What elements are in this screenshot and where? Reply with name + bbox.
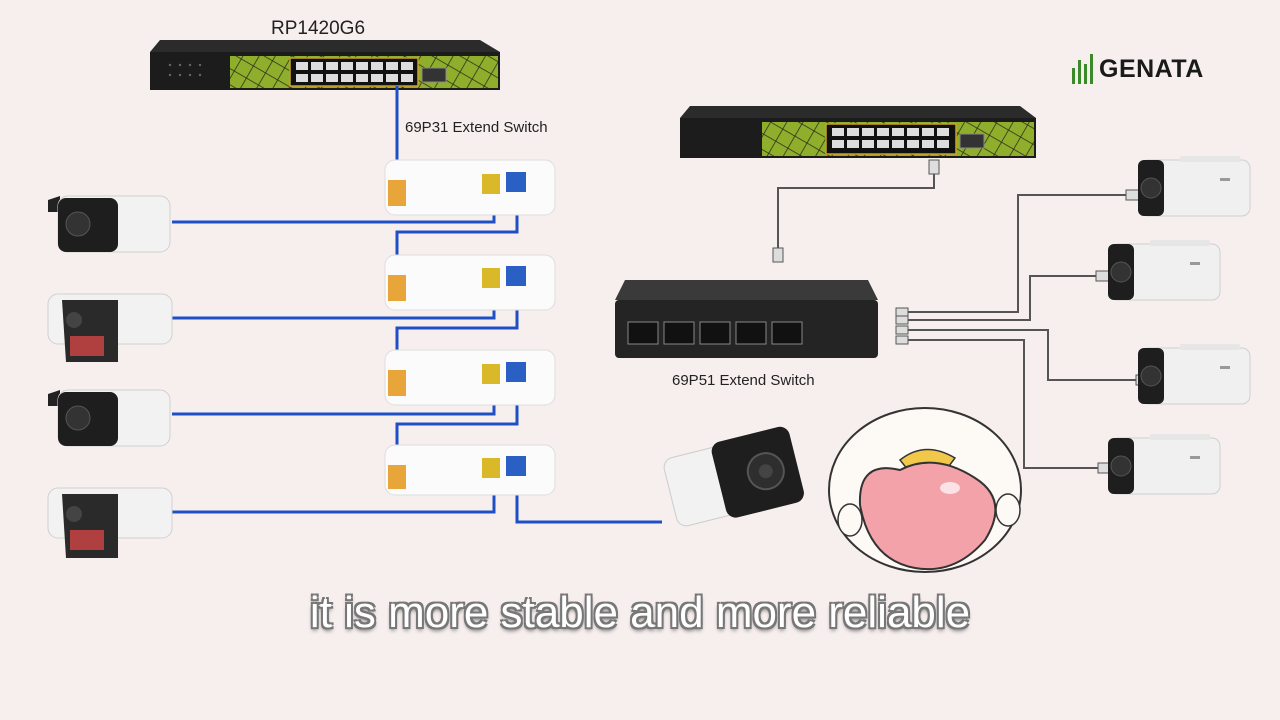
cartoon-mascot-icon: [828, 407, 1022, 573]
logo-bars-icon: [1072, 54, 1093, 84]
brand-logo: GENATA: [1072, 54, 1204, 84]
logo-text: GENATA: [1099, 54, 1204, 83]
camera-right-4: [1107, 433, 1221, 495]
aggregation-switch: [680, 106, 1036, 158]
camera-right-1: [1137, 155, 1251, 217]
main-switch: [150, 40, 500, 90]
extender-3: [384, 349, 556, 406]
camera-right-3: [1137, 343, 1251, 405]
extend-switch-69p51: [615, 280, 878, 358]
camera-center: [663, 426, 804, 527]
gray-cables: [777, 166, 1138, 469]
extender-2: [384, 254, 556, 311]
camera-right-2: [1107, 239, 1221, 301]
main-switch-label: RP1420G6: [271, 18, 366, 39]
camera-left-1: [48, 195, 171, 253]
extender-4: [384, 444, 556, 496]
extend-switch-69p31-label: 69P31 Extend Switch: [405, 119, 548, 136]
camera-left-3: [48, 389, 171, 447]
subtitle-caption: it is more stable and more reliable: [309, 588, 971, 637]
camera-left-2: [47, 293, 173, 362]
extender-1: [384, 159, 556, 216]
camera-left-4: [47, 487, 173, 558]
extend-switch-69p51-label: 69P51 Extend Switch: [672, 372, 815, 389]
